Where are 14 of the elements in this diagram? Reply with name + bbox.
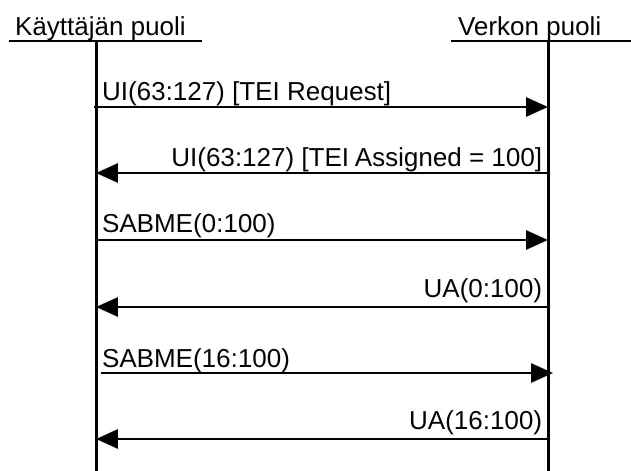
message-arrow <box>94 97 548 117</box>
message-arrow <box>96 230 548 250</box>
message-label: SABME(0:100) <box>102 210 276 236</box>
participant-label: Käyttäjän puoli <box>9 12 202 42</box>
message-arrow <box>96 163 548 183</box>
message-label: UA(16:100) <box>409 407 542 433</box>
message-arrow <box>96 297 548 317</box>
message-label: UA(0:100) <box>424 275 542 301</box>
message-arrow <box>101 363 553 383</box>
message-label: UI(63:127) [TEI Request] <box>102 78 392 104</box>
participant-label: Verkon puoli <box>451 12 631 42</box>
message-label: UI(63:127) [TEI Assigned = 100] <box>171 144 542 170</box>
message-label: SABME(16:100) <box>102 345 290 371</box>
message-arrow <box>96 429 548 449</box>
